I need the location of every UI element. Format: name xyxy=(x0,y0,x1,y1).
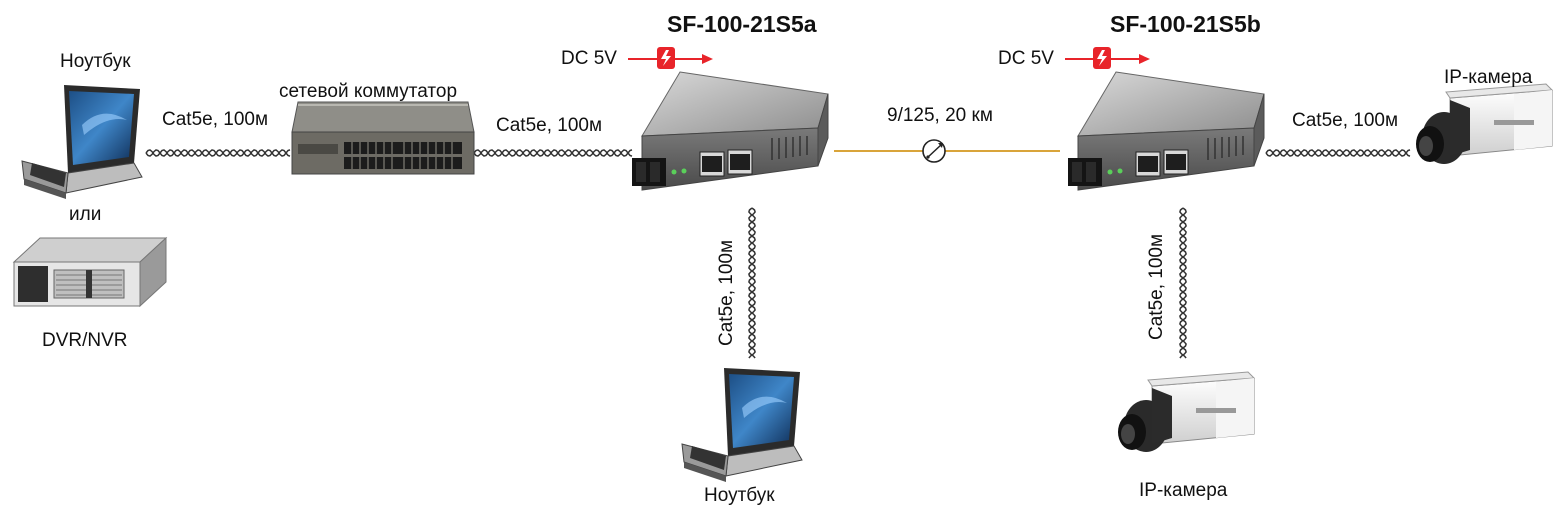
media-converter-b-icon xyxy=(1068,71,1265,191)
power-label-a: DC 5V xyxy=(561,48,617,69)
dvr-label: DVR/NVR xyxy=(42,330,128,351)
laptop-icon xyxy=(681,368,803,482)
camera-right-label: IP-камера xyxy=(1444,67,1533,88)
or-label: или xyxy=(69,204,102,225)
cable-strand xyxy=(145,149,291,157)
cable-laptop-switch xyxy=(145,149,291,157)
converter-a-title: SF-100-21S5a xyxy=(667,11,817,37)
cable-strand xyxy=(473,149,633,157)
cable-strand xyxy=(473,149,633,157)
fiber-label: 9/125, 20 км xyxy=(887,105,993,126)
cable-strand xyxy=(1265,149,1411,157)
power-arrow-b xyxy=(1065,47,1150,69)
link-label-switch-converter: Cat5e, 100м xyxy=(496,115,603,136)
power-label-b: DC 5V xyxy=(998,48,1054,69)
switch-ports xyxy=(344,142,462,169)
link-label-vertical-a: Cat5e, 100м xyxy=(716,239,737,346)
media-converter-a-icon xyxy=(632,71,829,191)
converter-b-title: SF-100-21S5b xyxy=(1110,11,1261,37)
cable-strand xyxy=(748,207,756,359)
cable-strand xyxy=(1179,207,1187,359)
fiber-connector-icon xyxy=(922,139,946,163)
cable-strand xyxy=(1265,149,1411,157)
ip-camera-icon xyxy=(1118,371,1256,452)
cable-switch-converter-a xyxy=(473,149,633,157)
laptop-icon xyxy=(21,85,143,199)
cable-converter-b-camera-bottom xyxy=(1179,207,1187,359)
power-arrow-a xyxy=(628,47,713,69)
link-label-vertical-b: Cat5e, 100м xyxy=(1146,233,1167,340)
camera-bottom-label: IP-камера xyxy=(1139,480,1228,501)
cable-converter-b-camera xyxy=(1265,149,1411,157)
cable-strand xyxy=(748,207,756,359)
link-label-converter-camera: Cat5e, 100м xyxy=(1292,110,1399,131)
cable-strand xyxy=(1179,207,1187,359)
switch-label: сетевой коммутатор xyxy=(279,81,458,102)
cable-converter-a-laptop xyxy=(748,207,756,359)
network-switch-icon xyxy=(291,101,475,175)
cable-strand xyxy=(145,149,291,157)
dvr-server-icon xyxy=(12,236,168,308)
laptop-bottom-label: Ноутбук xyxy=(704,485,775,506)
laptop-left-label: Ноутбук xyxy=(60,51,131,72)
link-label-laptop-switch: Cat5e, 100м xyxy=(162,109,269,130)
ip-camera-icon xyxy=(1416,83,1554,164)
